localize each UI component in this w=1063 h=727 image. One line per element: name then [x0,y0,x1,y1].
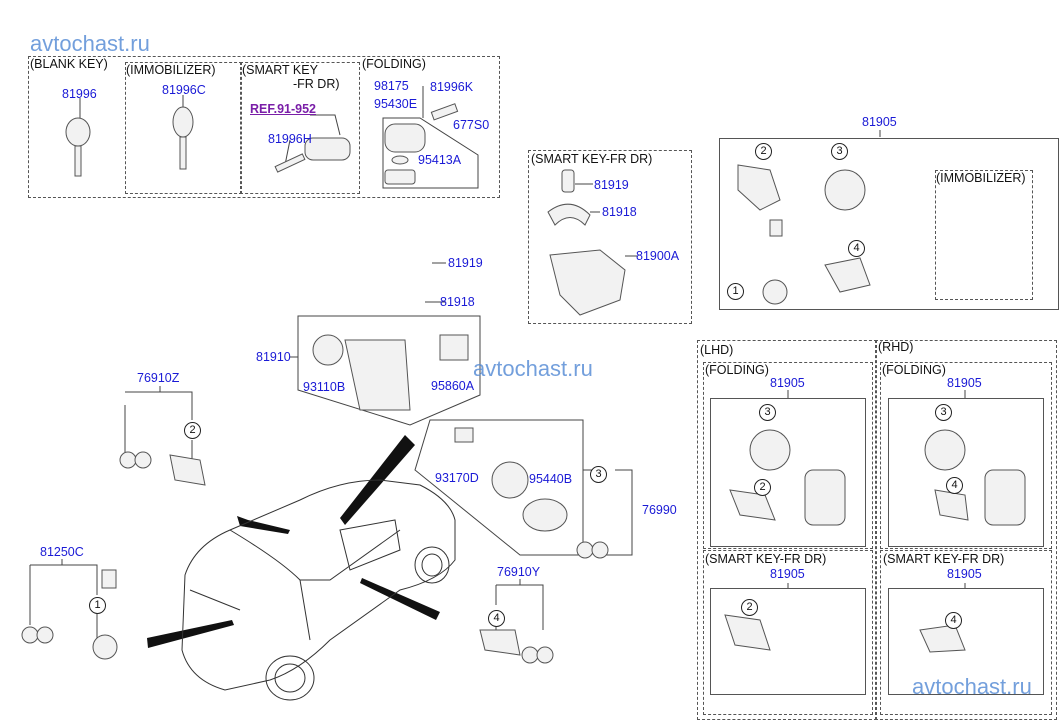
callout-2: 2 [741,599,758,616]
group-lhd-smart: (SMART KEY-FR DR) [705,552,827,566]
top-row-frame [28,56,500,198]
callout-2: 2 [755,143,772,160]
callout-3: 3 [831,143,848,160]
group-lhd: (LHD) [700,343,734,357]
lhd-frame [697,340,877,720]
part-label[interactable]: 95430E [374,97,418,111]
part-label[interactable]: 81910 [256,350,291,364]
callout-4: 4 [848,240,865,257]
rhd-frame [875,340,1057,720]
lhd-smart-frame [703,550,873,715]
callout-1: 1 [89,597,106,614]
group-immobilizer: (IMMOBILIZER) [126,63,216,77]
lhd-smart-kit-box [710,588,866,695]
callout-2: 2 [754,479,771,496]
group-smart-key-fr-dr: (SMART KEY-FR DR) [531,152,653,166]
callout-4: 4 [488,610,505,627]
part-label[interactable]: 95440B [529,472,573,486]
group-smart-key: (SMART KEY [242,63,318,77]
smart-key-frame [240,62,360,194]
part-label[interactable]: 81905 [947,376,982,390]
part-label[interactable]: 95860A [431,379,475,393]
watermark: avtochast.ru [473,356,593,381]
callout-2: 2 [184,422,201,439]
part-label[interactable]: 81996 [62,87,97,101]
callout-1: 1 [727,283,744,300]
part-label[interactable]: 81996C [162,83,206,97]
part-label[interactable]: 81918 [602,205,637,219]
callout-3: 3 [590,466,607,483]
watermark: avtochast.ru [912,674,1032,699]
group-smart-key-line2: -FR DR) [293,77,340,91]
part-label[interactable]: 98175 [374,79,409,93]
group-rhd: (RHD) [878,340,914,354]
group-rhd-smart: (SMART KEY-FR DR) [883,552,1005,566]
part-label[interactable]: 677S0 [453,118,490,132]
immobilizer-frame [125,62,242,194]
group-lhd-folding: (FOLDING) [705,363,769,377]
part-label[interactable]: 81250C [40,545,84,559]
part-label[interactable]: 81996K [430,80,474,94]
part-label[interactable]: 95413A [418,153,462,167]
part-label[interactable]: 76910Z [137,371,180,385]
group-rhd-folding: (FOLDING) [882,363,946,377]
part-label[interactable]: 81905 [862,115,897,129]
part-label[interactable]: 81900A [636,249,680,263]
callout-4: 4 [945,612,962,629]
lhd-folding-frame [703,362,873,549]
callout-3: 3 [935,404,952,421]
ref-link[interactable]: REF.91-952 [250,102,317,116]
part-label[interactable]: 81905 [770,376,805,390]
lhd-folding-kit-box [710,398,866,547]
group-folding: (FOLDING) [362,57,426,71]
callout-3: 3 [759,404,776,421]
watermark: avtochast.ru [30,31,150,56]
group-blank-key: (BLANK KEY) [30,57,108,71]
part-label[interactable]: 81905 [770,567,805,581]
part-label[interactable]: 93170D [435,471,479,485]
part-label[interactable]: 81996H [268,132,312,146]
rhd-smart-kit-box [888,588,1044,695]
kit-81905-frame [719,138,1059,310]
group-kit-immobilizer: (IMMOBILIZER) [936,171,1026,185]
rhd-folding-frame [880,362,1052,549]
kit-immobilizer-frame [935,170,1033,300]
part-label[interactable]: 81918 [440,295,475,309]
smart-key-fr-dr-frame [528,150,692,324]
callout-4: 4 [946,477,963,494]
rhd-smart-frame [880,550,1052,715]
part-label[interactable]: 81905 [947,567,982,581]
part-label[interactable]: 93110B [303,380,346,394]
part-label[interactable]: 76910Y [497,565,541,579]
rhd-folding-kit-box [888,398,1044,547]
part-label[interactable]: 76990 [642,503,677,517]
part-label[interactable]: 81919 [448,256,483,270]
part-label[interactable]: 81919 [594,178,629,192]
